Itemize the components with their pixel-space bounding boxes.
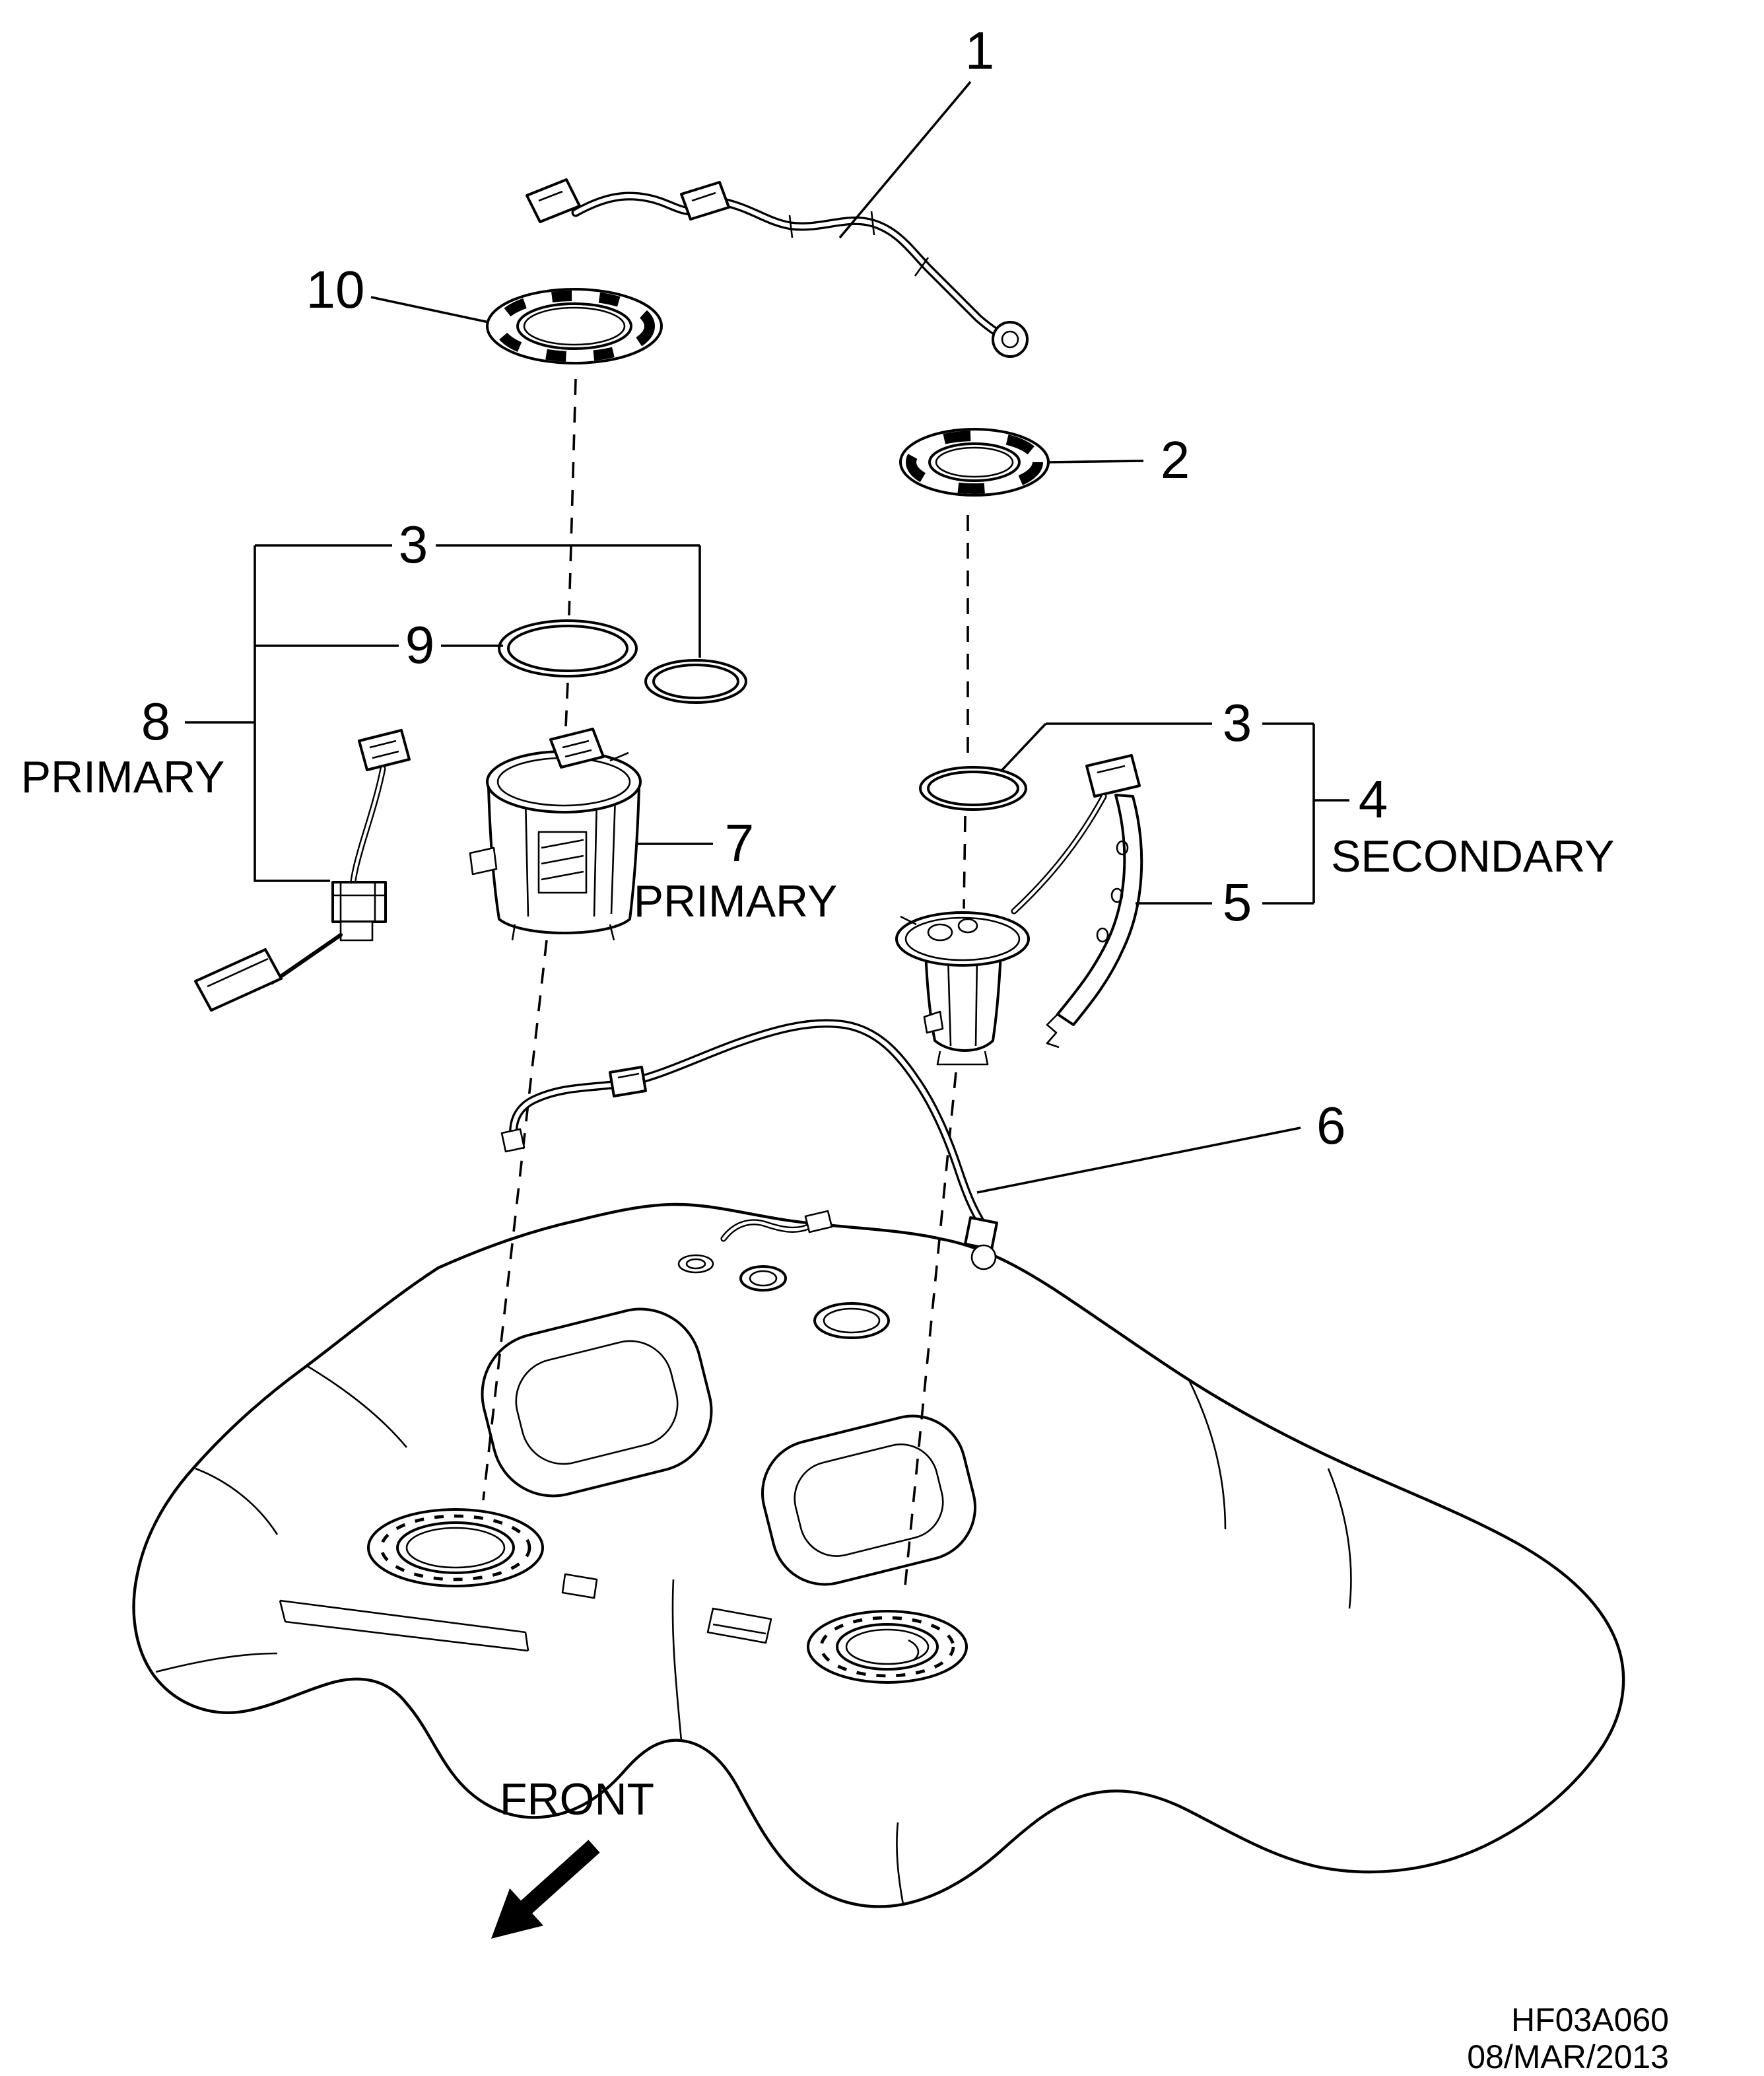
label-front: FRONT: [500, 1774, 654, 1824]
callout-3-left: 3: [399, 515, 428, 574]
sender-bracket-part-5: [1056, 794, 1143, 1026]
callout-leader-lines: [185, 81, 1349, 1194]
leader-10: [370, 296, 489, 324]
callout-3-right: 3: [1223, 693, 1252, 752]
leader-6: [976, 1126, 1301, 1194]
seal-oring-part-3-left: [644, 659, 747, 704]
saddle-recess-right: [761, 1414, 977, 1586]
fuel-pump-module-secondary-part-4: [895, 754, 1143, 1066]
seal-oring-part-9: [498, 619, 638, 677]
callout-8: 8: [141, 692, 171, 751]
pump-opening-primary: [367, 1508, 544, 1587]
harness-round-connector: [992, 321, 1029, 358]
callout-4: 4: [1359, 770, 1388, 829]
assembly-axis-lines: [482, 378, 969, 1593]
saddle-recess-left: [481, 1307, 713, 1498]
leader-1: [838, 81, 972, 239]
fuel-feed-pipe-part-6: [500, 1019, 998, 1270]
harness-connector-b: [680, 181, 730, 221]
lock-ring-part-10: [486, 288, 663, 364]
callout-10: 10: [306, 260, 365, 319]
wiring-harness-part-1: [526, 178, 1029, 358]
float-arm: [270, 933, 343, 985]
leader-2: [1048, 460, 1144, 464]
secondary-connector: [1085, 754, 1141, 798]
fuel-tank: [132, 1202, 1625, 1908]
leader-3-right: [1001, 722, 1047, 771]
fuel-level-sender-primary-part-8: [194, 729, 411, 1012]
bracket-8-primary: [254, 545, 330, 882]
sender-connector: [358, 729, 411, 771]
tank-surface-creases: [155, 1364, 1352, 1905]
tank-top-fittings: [677, 1210, 890, 1339]
callout-9: 9: [405, 615, 435, 674]
harness-connector-a: [526, 178, 581, 223]
fuel-pump-module-primary-part-7: [469, 728, 642, 941]
callout-1: 1: [965, 21, 995, 80]
figure-date: 08/MAR/2013: [1467, 2038, 1669, 2075]
float: [194, 948, 283, 1012]
callout-7: 7: [725, 813, 755, 872]
pump-opening-secondary: [807, 1610, 968, 1684]
seal-oring-part-3-right: [919, 766, 1027, 811]
label-primary-sender: PRIMARY: [21, 752, 225, 802]
label-secondary: SECONDARY: [1331, 831, 1615, 882]
figure-code: HF03A060: [1511, 2001, 1669, 2038]
module-electrical-connector: [549, 728, 605, 769]
front-direction-arrow: [491, 1840, 600, 1939]
label-primary-module: PRIMARY: [634, 876, 838, 926]
pipe-quick-connector: [609, 1066, 647, 1097]
callout-6: 6: [1316, 1096, 1346, 1155]
leader-3-left: [255, 544, 701, 658]
callout-5: 5: [1223, 873, 1252, 932]
bracket-4-secondary: [1046, 722, 1315, 903]
callout-2: 2: [1161, 431, 1190, 489]
